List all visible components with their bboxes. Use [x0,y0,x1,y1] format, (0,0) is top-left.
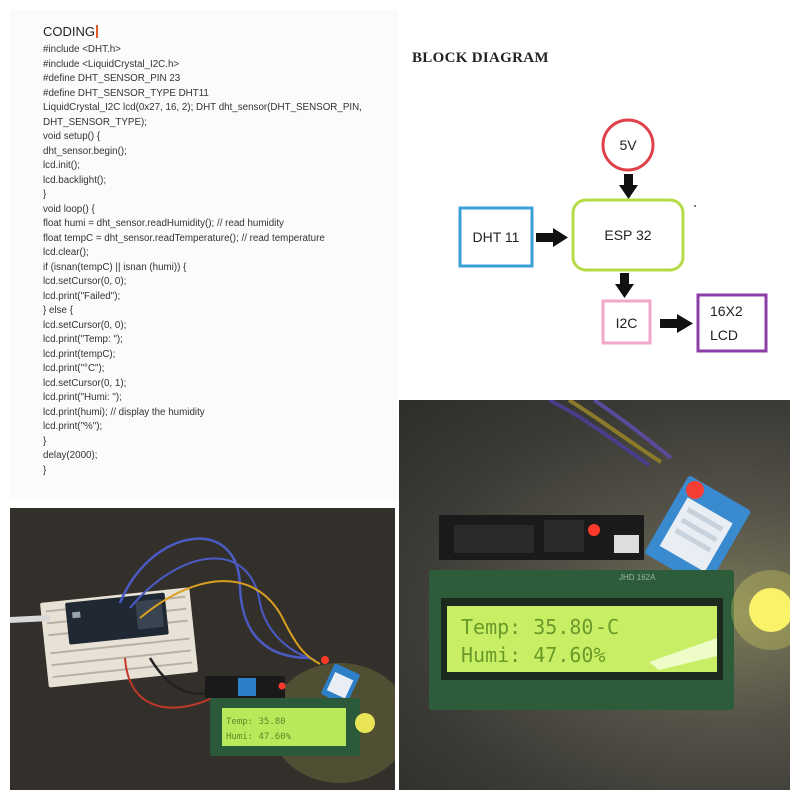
code-line: lcd.print("%"); [43,421,103,432]
dht11-node [458,206,534,268]
lcd-large-line2: Humi: 47.60% [461,643,606,667]
code-line: lcd.print(humi); // display the humidity [43,406,205,418]
code-title: CODING [43,24,98,39]
lcd-display-small: Temp: 35.80 Humi: 47.60% [210,698,360,756]
code-line: lcd.setCursor(0, 0); [43,276,127,287]
dht11-label: DHT 11 [473,229,520,245]
stray-dot [694,205,696,207]
code-line: if (isnan(tempC) || isnan (humi)) { [43,261,187,273]
photo-lcd-graphic: JHD 162A Temp: 35.80 -C Humi: 47.60% [429,400,790,710]
lcd-small-line1: Temp: 35.80 [226,717,286,727]
code-line: delay(2000); [43,450,98,461]
block-diagram: BLOCK DIAGRAM 5V ESP 32 DHT 11 I2C [398,10,790,395]
dht11-sensor [645,476,751,588]
lcd-label-line2: LCD [710,327,738,343]
power-label: 5V [619,137,637,153]
code-line: lcd.init(); [43,160,81,171]
code-line: void setup() { [43,131,101,142]
block-diagram-title: BLOCK DIAGRAM [412,50,549,66]
code-title-text: CODING [43,24,95,39]
code-line: dht_sensor.begin(); [43,145,127,157]
lcd-node [696,293,768,353]
code-line: } [43,189,47,200]
code-line: void loop() { [43,203,95,215]
lcd-large-line1-suffix: -C [595,615,619,639]
lcd-small-line2: Humi: 47.60% [226,732,292,742]
code-line: lcd.setCursor(0, 1); [43,377,127,389]
arrow-power-to-esp32-icon [619,174,638,199]
code-line: lcd.print("Humi: "); [43,392,122,403]
code-line: } [43,435,47,447]
esp32-label: ESP 32 [604,227,651,243]
code-line: LiquidCrystal_I2C lcd(0x27, 16, 2); DHT … [43,102,362,113]
text-cursor [96,25,98,38]
code-line: #define DHT_SENSOR_TYPE DHT11 [43,87,209,99]
power-node [601,118,655,172]
code-line: float tempC = dht_sensor.readTemperature… [43,232,325,244]
lcd-module-label: JHD 162A [619,573,656,582]
code-line: } [43,464,47,476]
esp32-board [65,592,169,645]
dht11-sensor [321,663,360,705]
code-line: lcd.print(tempC); [43,348,116,360]
code-line: #define DHT_SENSOR_PIN 23 [43,73,181,84]
code-line: } else { [43,305,73,316]
photo-lcd-closeup: JHD 162A Temp: 35.80 -C Humi: 47.60% [399,400,790,790]
code-listing: #include <DHT.h> #include <LiquidCrystal_… [43,43,388,478]
photo-breadboard-graphic: Temp: 35.80 Humi: 47.60% [10,508,395,790]
esp32-node [571,198,685,272]
code-panel: CODING #include <DHT.h> #include <LiquidC… [10,10,398,500]
code-line: float humi = dht_sensor.readHumidity(); … [43,218,284,229]
block-diagram-graphic: 5V ESP 32 DHT 11 I2C 16X2 [458,118,768,353]
photo-breadboard-setup: Temp: 35.80 Humi: 47.60% [10,508,395,790]
arrow-dht11-to-esp32-icon [536,228,568,247]
code-line: #include <DHT.h> [43,44,121,55]
lcd-display-large: JHD 162A Temp: 35.80 -C Humi: 47.60% [429,570,734,710]
lcd-large-line1: Temp: 35.80 [461,615,593,639]
code-line: lcd.setCursor(0, 0); [43,319,127,331]
code-line: lcd.backlight(); [43,174,107,186]
i2c-node [601,299,652,345]
arrow-i2c-to-lcd-icon [660,314,693,333]
code-line: lcd.print("Failed"); [43,290,121,302]
code-line: lcd.print("°C"); [43,363,105,374]
i2c-label: I2C [616,315,638,331]
code-line: lcd.clear(); [43,247,89,258]
lcd-label-line1: 16X2 [710,303,743,319]
code-line: DHT_SENSOR_TYPE); [43,116,147,128]
code-line: lcd.print("Temp: "); [43,334,123,345]
arrow-esp32-to-i2c-icon [615,273,634,298]
code-line: #include <LiquidCrystal_I2C.h> [43,58,180,70]
i2c-module [439,515,644,560]
